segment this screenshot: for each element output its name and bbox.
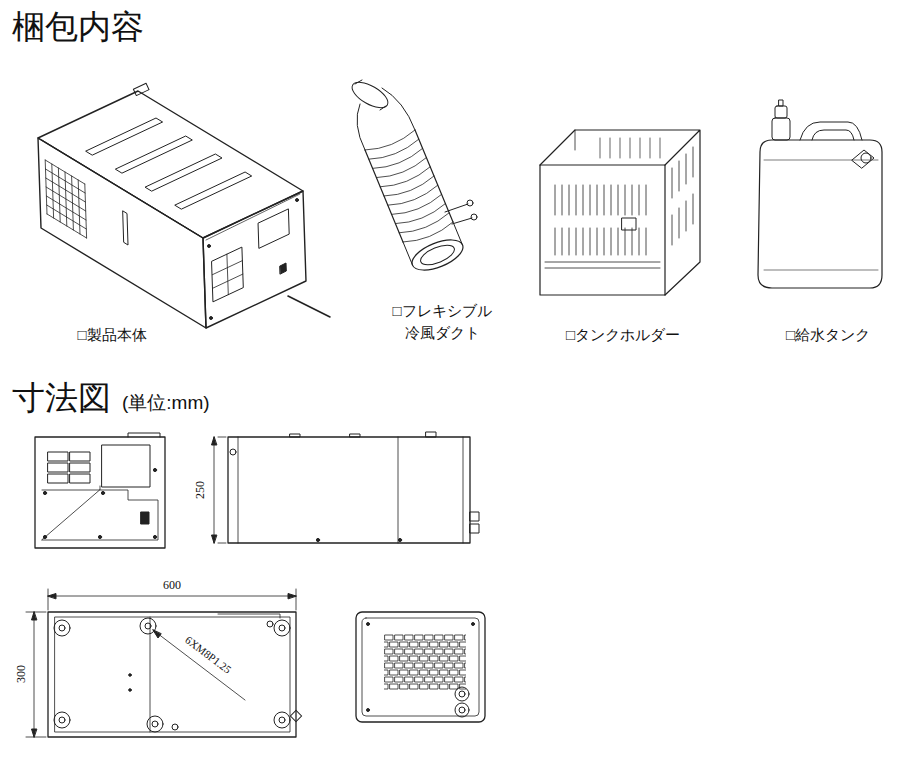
section-heading: 寸法図 [12, 378, 111, 418]
bottom-view-drawing [26, 589, 302, 737]
item-label: □給水タンク [786, 326, 870, 344]
side-view-drawing [212, 432, 480, 543]
item-label: □タンクホルダー [566, 326, 680, 344]
dimension-value: 600 [163, 578, 181, 592]
duct-drawing [348, 77, 477, 276]
item-label: □フレキシブル 冷風ダクト [377, 301, 507, 345]
main-unit-drawing [38, 83, 330, 328]
front-view-drawing [35, 433, 165, 548]
item-label: □製品本体 [77, 326, 146, 344]
thread-callout: 6XM8P1.25 [182, 633, 233, 676]
unit-note: (単位:mm) [122, 392, 210, 415]
tank-holder-drawing [540, 130, 700, 295]
rear-view-drawing [356, 612, 485, 722]
dimension-value: 250 [193, 481, 207, 499]
water-tank-drawing [758, 100, 882, 288]
section-heading: 梱包内容 [12, 7, 144, 47]
dimension-value: 300 [14, 665, 28, 683]
